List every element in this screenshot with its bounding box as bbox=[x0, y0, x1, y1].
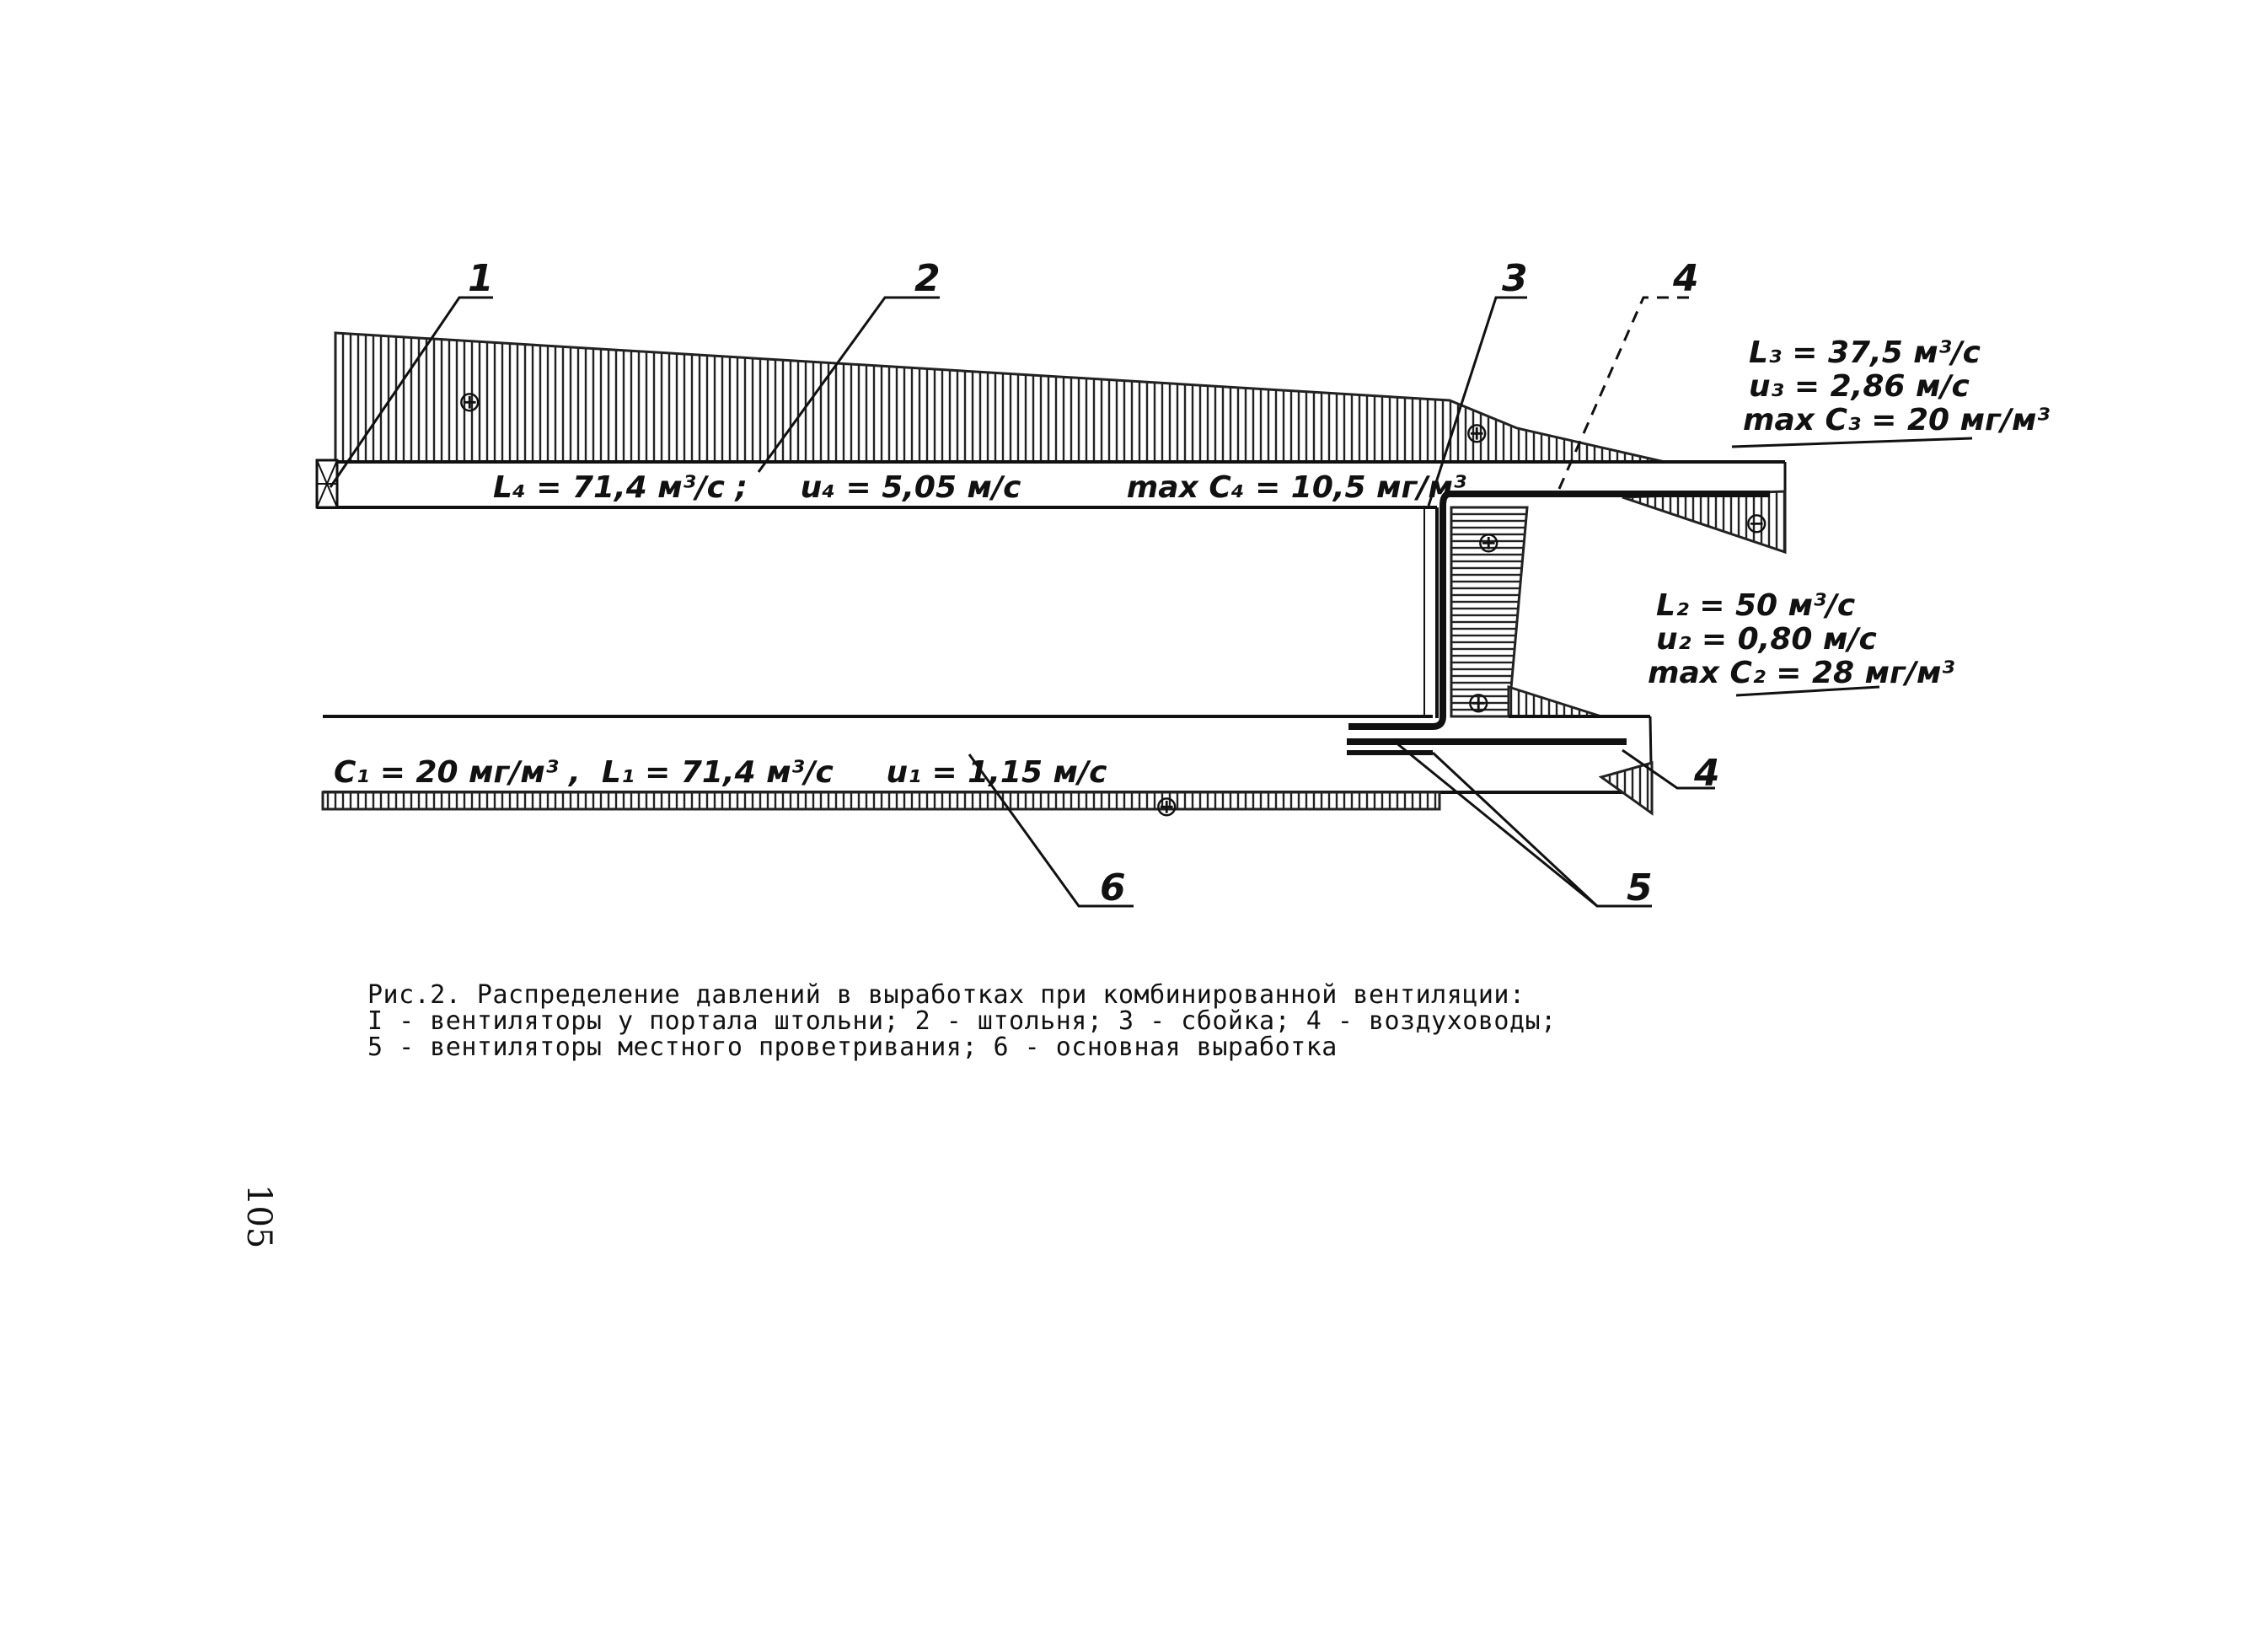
figure-caption: Рис.2. Распределение давлений в выработк… bbox=[367, 982, 1969, 1060]
duct-top-concentration: max C₃ = 20 мг/м³ bbox=[1743, 403, 2050, 437]
duct-mid-velocity: u₂ = 0,80 м/с bbox=[1656, 622, 1877, 657]
plus-sign-adit: ⊕ bbox=[458, 385, 482, 419]
duct-top-velocity: u₃ = 2,86 м/с bbox=[1749, 369, 1970, 404]
callout-leaders bbox=[329, 296, 1973, 908]
crosscut bbox=[1423, 507, 1439, 718]
drift-flow-label: C₁ = 20 мг/м³ , L₁ = 71,4 м³/с u₁ = 1,15… bbox=[334, 755, 1107, 790]
caption-line-1: Рис.2. Распределение давлений в выработк… bbox=[367, 980, 1525, 1010]
duct-mid-flow: L₂ = 50 м³/с bbox=[1656, 588, 1855, 623]
plus-sign-adit-end: ⊕ bbox=[1465, 416, 1489, 450]
callout-3: 3 bbox=[1502, 257, 1528, 300]
callout-4-top: 4 bbox=[1672, 257, 1699, 300]
duct-top-flow: L₃ = 37,5 м³/с bbox=[1749, 335, 1981, 370]
callout-5: 5 bbox=[1627, 866, 1653, 909]
minus-sign-duct: ⊖ bbox=[1745, 507, 1769, 540]
local-ventilation-fans bbox=[1347, 738, 1627, 755]
main-drift-pressure-diagram bbox=[321, 791, 1441, 811]
caption-line-3: 5 - вентиляторы местного проветривания; … bbox=[367, 1032, 1338, 1062]
duct-negative-diagram-bottom bbox=[1598, 761, 1654, 816]
callout-6: 6 bbox=[1100, 866, 1126, 909]
page-number: 105 bbox=[239, 1184, 278, 1249]
callout-2: 2 bbox=[914, 257, 941, 300]
airduct-bent bbox=[1348, 491, 1450, 730]
adit-tunnel bbox=[317, 460, 1787, 509]
duct-mid-concentration: max C₂ = 28 мг/м³ bbox=[1648, 656, 1954, 690]
callout-4-bottom: 4 bbox=[1693, 752, 1720, 795]
adit-flow-label: L₄ = 71,4 м³/с ; u₄ = 5,05 м/с max C₄ = … bbox=[493, 470, 1466, 505]
plus-sign-crosscut: ⊕ bbox=[1477, 526, 1501, 560]
plus-sign-drift: ⊕ bbox=[1155, 790, 1179, 823]
callout-1: 1 bbox=[468, 257, 494, 300]
plus-sign-junction: ⊕ bbox=[1466, 686, 1491, 720]
adit-pressure-diagram bbox=[334, 331, 1665, 464]
junction-pressure-diagram bbox=[1507, 684, 1602, 718]
caption-line-2: I - вентиляторы у портала штольни; 2 - ш… bbox=[367, 1006, 1557, 1036]
